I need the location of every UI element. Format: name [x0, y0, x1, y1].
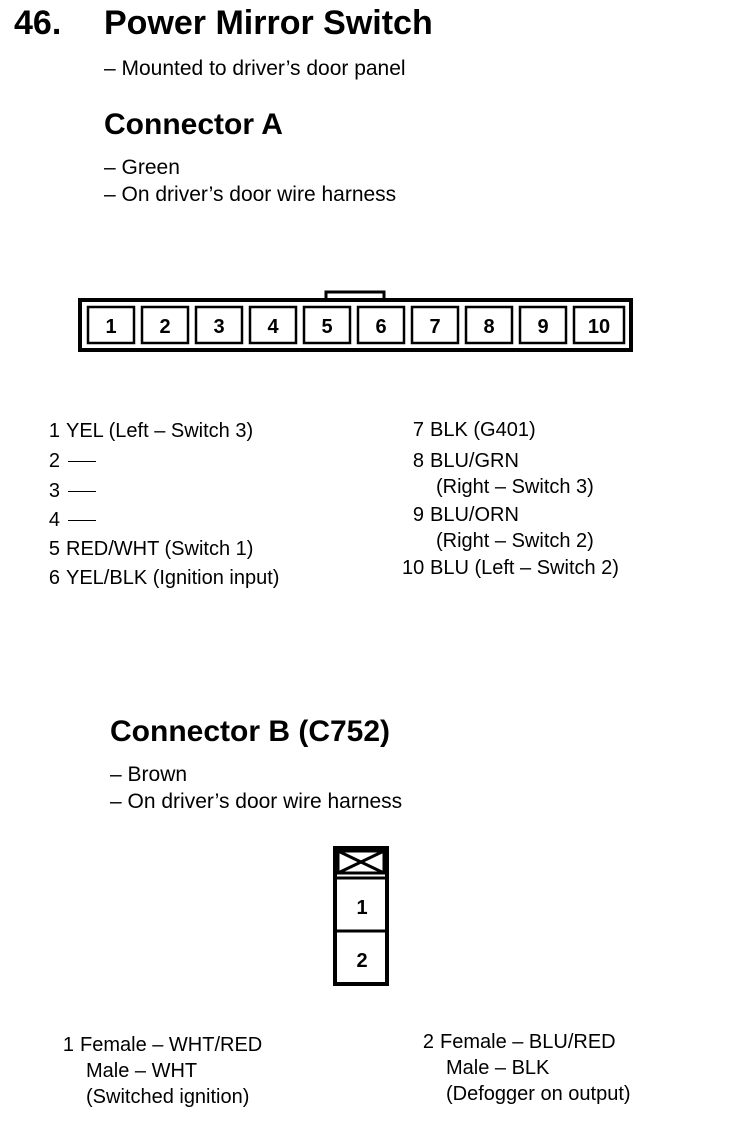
connector-a-title: Connector A: [104, 108, 283, 141]
cavity-label: 7: [429, 316, 440, 338]
unused-pin-dash: [68, 461, 96, 463]
pin-a-3: 3: [38, 480, 96, 503]
cavity-label: 2: [159, 316, 170, 338]
pin-a-4: 4: [38, 509, 96, 532]
section-number: 46.: [14, 4, 62, 42]
cavity-label: 1: [105, 316, 116, 338]
pin-a-2: 2: [38, 450, 96, 473]
connector-b-color-note: – Brown: [110, 763, 188, 786]
cavity-label: 6: [375, 316, 386, 338]
connector-b-blocked-cavity-icon: [336, 849, 386, 875]
connector-a-cavity-4: 4: [248, 305, 298, 345]
connector-b-cavity-2: 2: [356, 950, 367, 972]
connector-a-cavity-10: 10: [572, 305, 626, 345]
connector-a-location-note: – On driver’s door wire harness: [104, 183, 397, 206]
connector-a-color-note: – Green: [104, 156, 180, 179]
connector-a-cavity-2: 2: [140, 305, 190, 345]
connector-b-cavity-1: 1: [356, 897, 367, 919]
connector-a-cavity-3: 3: [194, 305, 244, 345]
connector-a-cavity-5: 5: [302, 305, 352, 345]
connector-a-diagram: 1 2 3 4 5 6 7 8 9 10: [78, 290, 633, 352]
connector-a-cavity-7: 7: [410, 305, 460, 345]
unused-pin-dash: [68, 491, 96, 493]
cavity-label: 2: [356, 950, 367, 972]
connector-a-cavity-6: 6: [356, 305, 406, 345]
connector-b-diagram: 1 2: [333, 846, 389, 986]
cavity-label: 1: [356, 897, 367, 919]
cavity-label: 4: [267, 316, 279, 338]
cavity-label: 8: [483, 316, 494, 338]
page-title: Power Mirror Switch: [104, 4, 433, 42]
cavity-label: 9: [537, 316, 548, 338]
page-subtitle: – Mounted to driver’s door panel: [104, 57, 406, 80]
cavity-label: 10: [588, 316, 610, 338]
unused-pin-dash: [68, 520, 96, 522]
connector-a-cavity-1: 1: [86, 305, 136, 345]
connector-b-title: Connector B (C752): [110, 715, 391, 748]
cavity-label: 5: [321, 316, 332, 338]
connector-b-location-note: – On driver’s door wire harness: [110, 790, 403, 813]
connector-a-cavity-9: 9: [518, 305, 568, 345]
connector-a-cavity-8: 8: [464, 305, 514, 345]
cavity-label: 3: [213, 316, 224, 338]
